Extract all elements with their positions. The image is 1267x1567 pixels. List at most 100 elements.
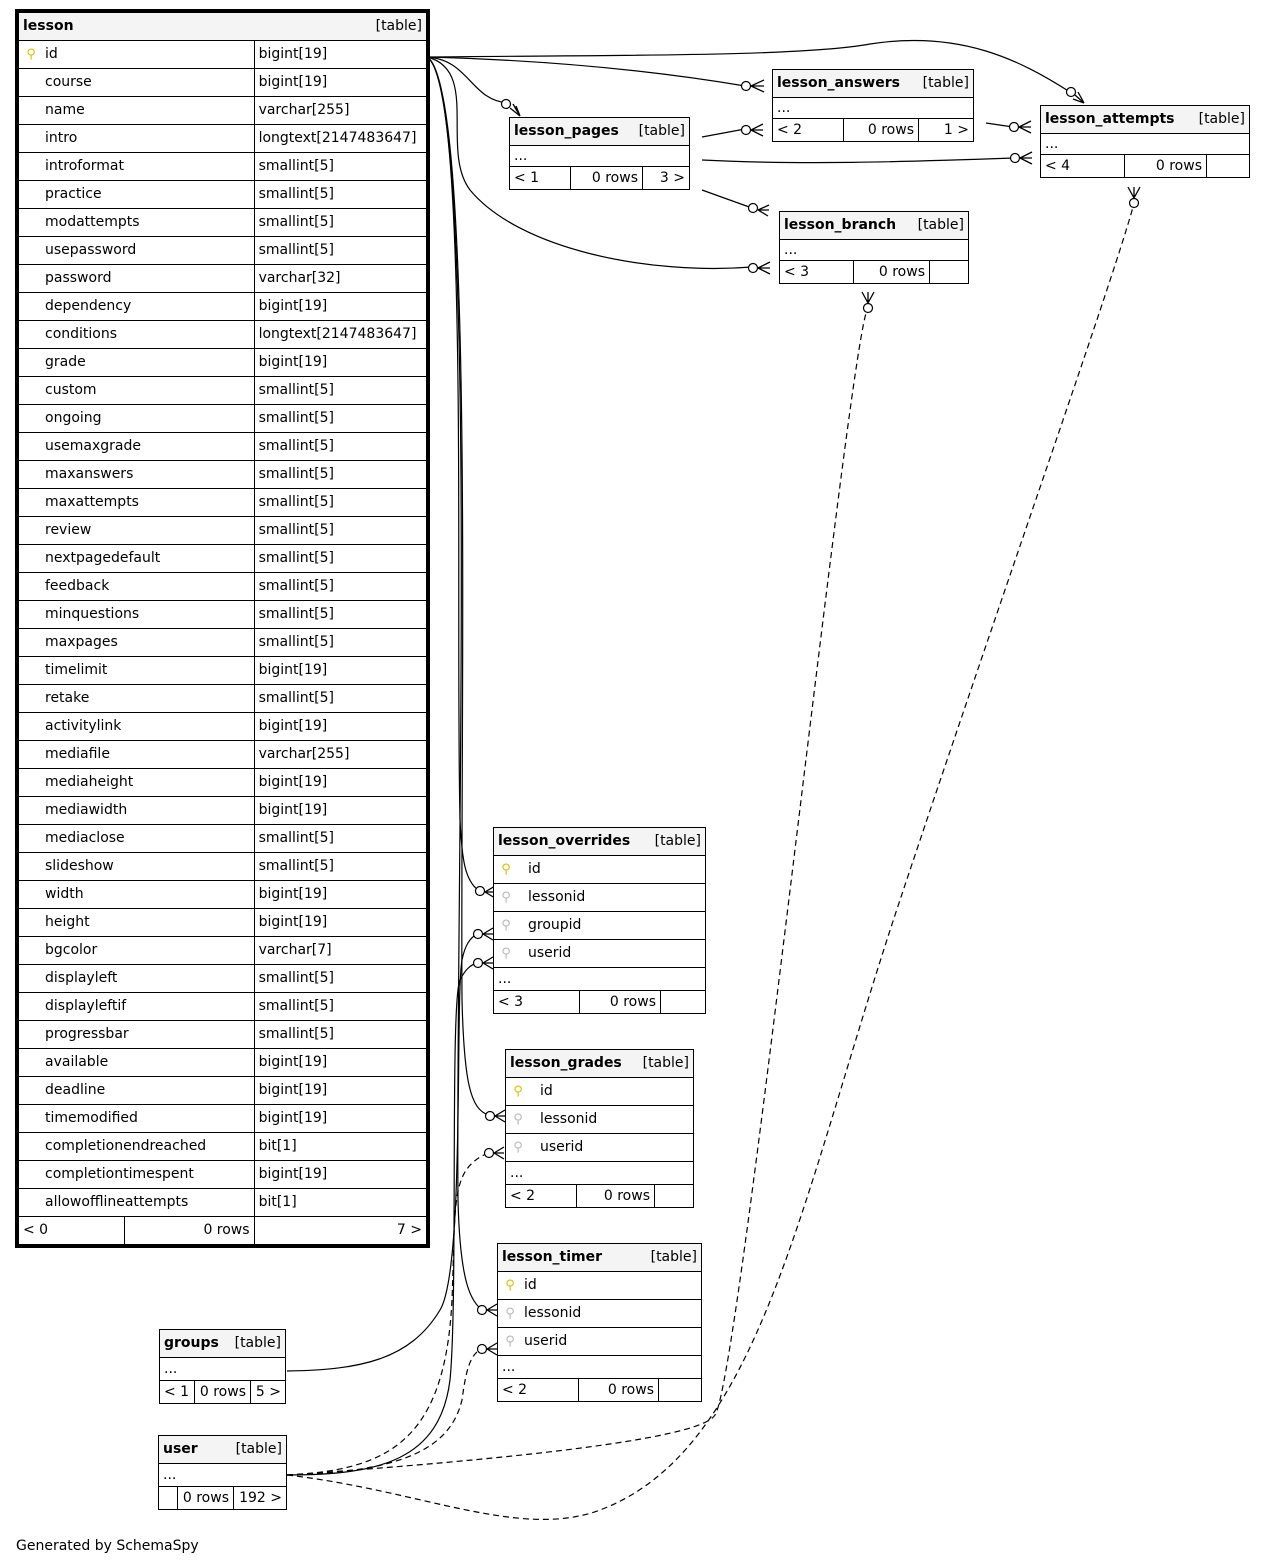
parents-count[interactable]: < 2: [497, 1378, 579, 1402]
column-row: ⚲userid: [493, 939, 706, 968]
column-type: smallint[5]: [253, 1020, 428, 1049]
foreign-key-icon: ⚲: [513, 1140, 523, 1155]
parents-count[interactable]: < 3: [779, 260, 854, 284]
parents-count[interactable]: < 1: [159, 1380, 195, 1404]
table-footer: < 0 0 rows 7 >: [17, 1216, 428, 1245]
column-name: practice: [45, 186, 102, 202]
parents-count[interactable]: < 0: [17, 1216, 126, 1245]
column-type: varchar[255]: [253, 96, 428, 125]
parents-count[interactable]: < 2: [772, 118, 844, 142]
column-type: bigint[19]: [253, 908, 428, 937]
column-name-cell: progressbar: [18, 1020, 255, 1049]
column-type: smallint[5]: [253, 600, 428, 629]
row-count: 0 rows: [578, 1378, 659, 1402]
column-name: maxpages: [45, 634, 118, 650]
column-name: feedback: [45, 578, 110, 594]
column-name: allowofflineattempts: [45, 1194, 189, 1210]
table-footer: < 3 0 rows: [779, 260, 969, 284]
table-name: lesson_answers: [777, 75, 900, 91]
column-name-cell: completionendreached: [18, 1132, 255, 1161]
foreign-key-icon: ⚲: [501, 946, 511, 961]
table-lesson-branch[interactable]: lesson_branch [table] ... < 3 0 rows: [779, 211, 969, 284]
children-count[interactable]: 1 >: [918, 118, 974, 142]
children-count[interactable]: [660, 990, 706, 1014]
foreign-key-icon: ⚲: [513, 1112, 523, 1127]
children-count[interactable]: [1206, 154, 1250, 178]
children-count[interactable]: 7 >: [253, 1216, 428, 1245]
ellipsis-row: ...: [159, 1357, 286, 1381]
table-name: lesson_timer: [502, 1249, 603, 1265]
children-count[interactable]: 5 >: [250, 1380, 286, 1404]
table-name: lesson_branch: [784, 217, 897, 233]
column-type: smallint[5]: [253, 208, 428, 237]
column-name: userid: [524, 1333, 568, 1349]
column-name: displayleftif: [45, 998, 127, 1014]
column-type: smallint[5]: [253, 684, 428, 713]
column-type: smallint[5]: [253, 376, 428, 405]
table-lesson-answers[interactable]: lesson_answers [table] ... < 2 0 rows 1 …: [772, 69, 974, 142]
row-count: 0 rows: [1124, 154, 1207, 178]
column-name-cell: course: [18, 68, 255, 97]
table-lesson-timer[interactable]: lesson_timer [table] ⚲id ⚲lessonid ⚲user…: [497, 1243, 702, 1402]
column-name: slideshow: [45, 858, 114, 874]
column-name-cell: maxattempts: [18, 488, 255, 517]
column-type: varchar[255]: [253, 740, 428, 769]
column-name: deadline: [45, 1082, 106, 1098]
table-lesson-pages[interactable]: lesson_pages [table] ... < 1 0 rows 3 >: [509, 117, 690, 190]
table-lesson-attempts[interactable]: lesson_attempts [table] ... < 4 0 rows: [1040, 105, 1250, 178]
column-name-cell: name: [18, 96, 255, 125]
column-name-cell: maxpages: [18, 628, 255, 657]
column-type: bigint[19]: [253, 292, 428, 321]
row-count: 0 rows: [576, 1184, 655, 1208]
parents-count[interactable]: [158, 1486, 178, 1510]
parents-count[interactable]: < 2: [505, 1184, 577, 1208]
parents-count[interactable]: < 1: [509, 166, 571, 190]
column-type: longtext[2147483647]: [253, 124, 428, 153]
table-name: lesson_attempts: [1045, 111, 1175, 127]
column-type: bigint[19]: [253, 68, 428, 97]
column-name-cell: intro: [18, 124, 255, 153]
column-name-cell: mediafile: [18, 740, 255, 769]
generated-by-footer: Generated by SchemaSpy: [16, 1538, 199, 1554]
parents-count[interactable]: < 3: [493, 990, 580, 1014]
column-name-cell: dependency: [18, 292, 255, 321]
column-name-cell: retake: [18, 684, 255, 713]
children-count[interactable]: [654, 1184, 694, 1208]
foreign-key-icon: ⚲: [505, 1306, 515, 1321]
table-user[interactable]: user [table] ... 0 rows 192 >: [158, 1435, 287, 1510]
table-name: user: [163, 1441, 198, 1457]
column-name-cell: ongoing: [18, 404, 255, 433]
column-row: ⚲lessonid: [493, 883, 706, 912]
column-name-cell: available: [18, 1048, 255, 1077]
column-name: width: [45, 886, 84, 902]
children-count[interactable]: 192 >: [233, 1486, 287, 1510]
column-type: bigint[19]: [253, 796, 428, 825]
children-count[interactable]: [658, 1378, 702, 1402]
column-row: ⚲lessonid: [497, 1299, 702, 1328]
column-name: id: [528, 861, 541, 877]
column-name-cell: minquestions: [18, 600, 255, 629]
parents-count[interactable]: < 4: [1040, 154, 1125, 178]
table-footer: < 4 0 rows: [1040, 154, 1250, 178]
table-groups[interactable]: groups [table] ... < 1 0 rows 5 >: [159, 1329, 286, 1404]
children-count[interactable]: 3 >: [642, 166, 690, 190]
table-footer: < 2 0 rows: [505, 1184, 694, 1208]
children-count[interactable]: [929, 260, 969, 284]
table-header: groups [table]: [159, 1329, 286, 1358]
table-lesson-overrides[interactable]: lesson_overrides [table] ⚲id ⚲lessonid ⚲…: [493, 827, 706, 1014]
edge-user-timer: [286, 1348, 482, 1476]
table-lesson-grades[interactable]: lesson_grades [table] ⚲id ⚲lessonid ⚲use…: [505, 1049, 694, 1208]
